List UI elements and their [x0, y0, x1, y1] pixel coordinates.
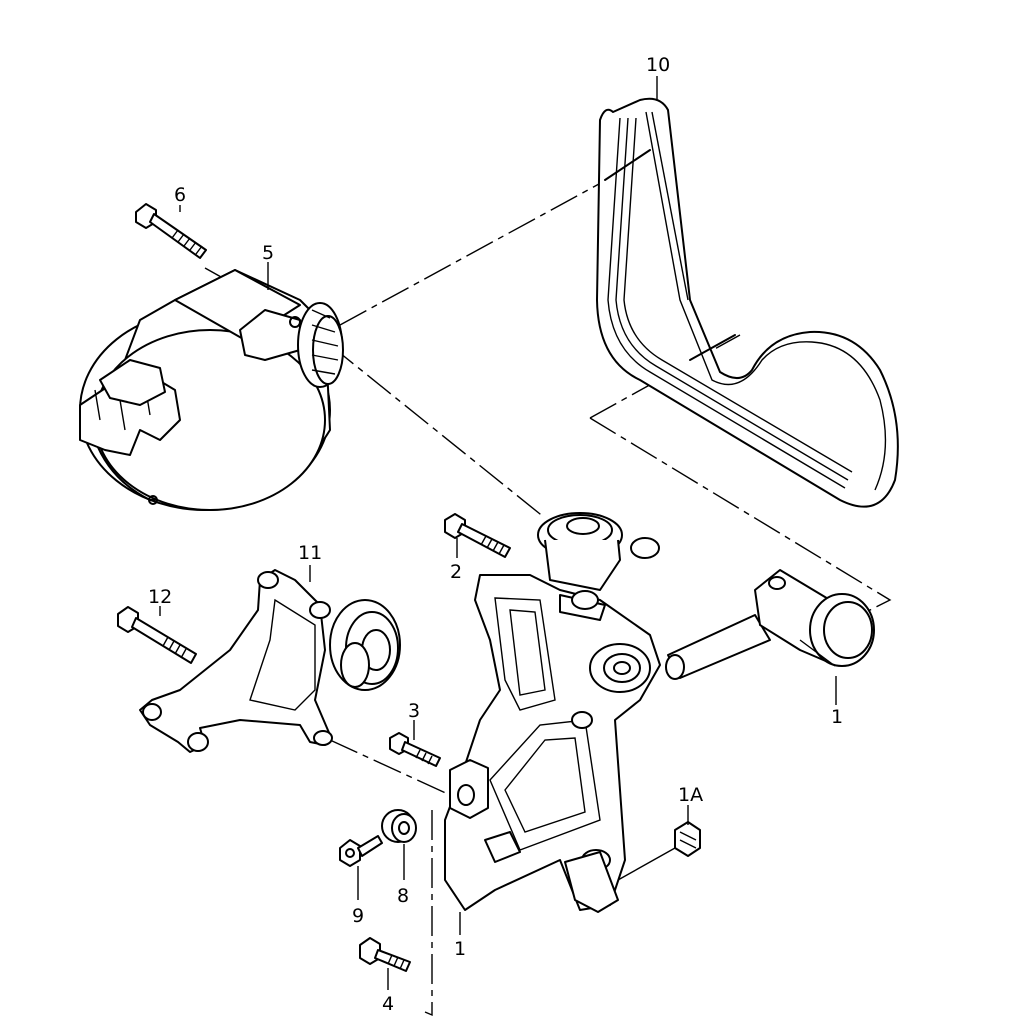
callout-1-right: 1 [831, 706, 843, 728]
bolt-9 [339, 835, 383, 867]
callout-6: 6 [174, 184, 186, 206]
bushing-8 [381, 809, 417, 843]
alternator [79, 269, 344, 511]
bolt-12 [117, 606, 197, 664]
callout-10: 10 [646, 54, 670, 76]
callout-11: 11 [298, 542, 322, 564]
bolt-3 [389, 732, 441, 767]
bolt-2 [444, 513, 511, 558]
callout-1-bottom: 1 [454, 938, 466, 960]
idler-bracket [139, 569, 401, 753]
callout-1a: 1A [678, 784, 703, 806]
callout-9: 9 [352, 905, 364, 927]
bolt-4 [359, 937, 411, 972]
leader-lines [159, 76, 837, 990]
belt-tensioner [665, 569, 875, 680]
callout-5: 5 [262, 242, 274, 264]
callout-labels: 10 6 5 2 11 12 1 3 1A 8 9 1 4 [148, 54, 843, 1015]
clip-1a [617, 821, 701, 881]
ribbed-belt [596, 97, 899, 508]
callout-12: 12 [148, 586, 172, 608]
pump-pulley [537, 512, 660, 591]
callout-4: 4 [382, 993, 394, 1015]
bolt-6 [135, 203, 207, 259]
main-bracket [444, 574, 661, 913]
callout-3: 3 [408, 700, 420, 722]
callout-2: 2 [450, 561, 462, 583]
callout-8: 8 [397, 885, 409, 907]
